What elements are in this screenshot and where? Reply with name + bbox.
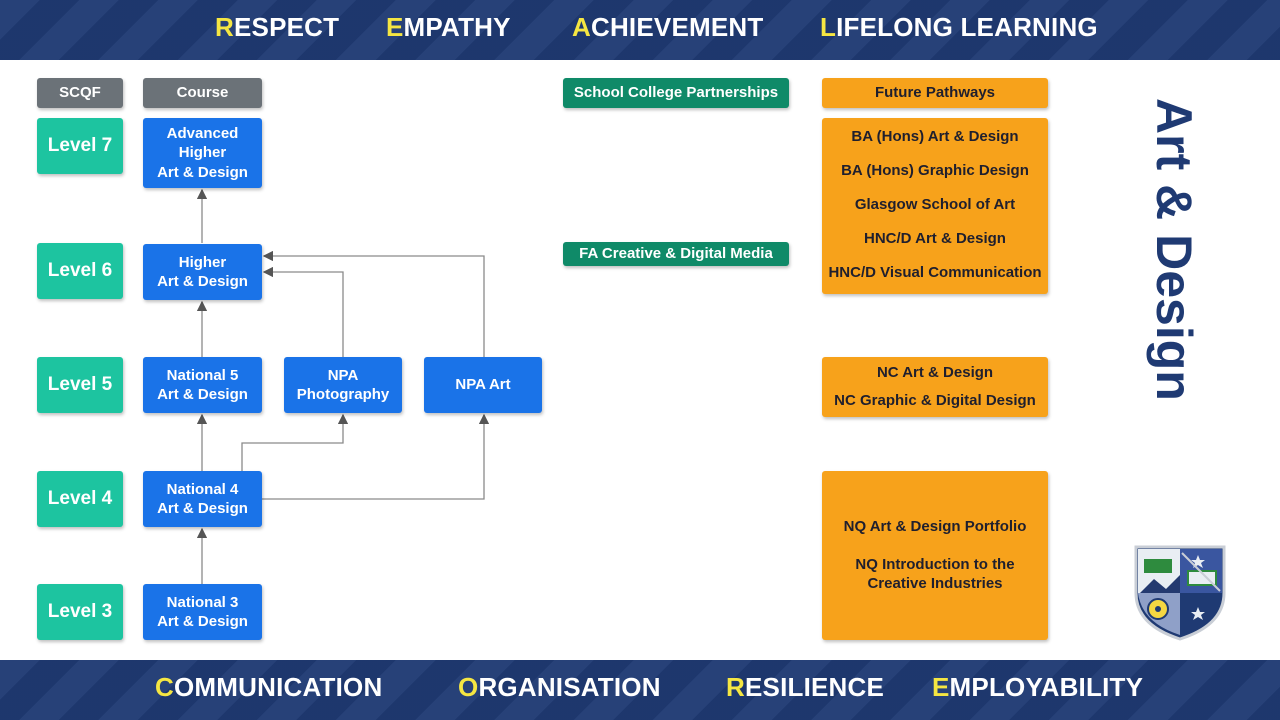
- value-lifelong-learning: LIFELONG LEARNING: [820, 12, 1098, 42]
- level-7-box: Level 7: [37, 118, 123, 174]
- top-values-banner: RESPECT EMPATHY ACHIEVEMENT LIFELONG LEA…: [0, 0, 1280, 60]
- course-npa-art: NPA Art: [424, 357, 542, 413]
- course-advanced-higher: Advanced Higher Art & Design: [143, 118, 262, 188]
- pathways-group-level-3-4: NQ Art & Design Portfolio NQ Introductio…: [822, 471, 1048, 640]
- value-resilience: RESILIENCE: [726, 672, 885, 702]
- arrow-npa-art-to-higher: [262, 250, 485, 357]
- pathway-item: HNC/D Art & Design: [864, 230, 1006, 248]
- level-3-box: Level 3: [37, 584, 123, 640]
- value-employability: EMPLOYABILITY: [932, 672, 1144, 702]
- value-communication: COMMUNICATION: [155, 672, 383, 702]
- pathway-item: BA (Hons) Graphic Design: [841, 162, 1029, 180]
- level-4-box: Level 4: [37, 471, 123, 527]
- arrow-n4-to-npa-art: [262, 413, 490, 500]
- course-national-5: National 5 Art & Design: [143, 357, 262, 413]
- course-national-3: National 3 Art & Design: [143, 584, 262, 640]
- partnership-fa-creative-digital-media: FA Creative & Digital Media: [563, 242, 789, 266]
- pathway-item: BA (Hons) Art & Design: [851, 128, 1019, 146]
- pathway-item: NQ Introduction to the Creative Industri…: [855, 555, 1015, 593]
- subject-title: Art & Design: [1146, 98, 1202, 401]
- pathway-item: HNC/D Visual Communication: [828, 264, 1042, 282]
- value-empathy: EMPATHY: [386, 12, 511, 42]
- pathways-group-level-6-7: BA (Hons) Art & Design BA (Hons) Graphic…: [822, 118, 1048, 294]
- bottom-values-banner: COMMUNICATION ORGANISATION RESILIENCE EM…: [0, 660, 1280, 720]
- course-header: Course: [143, 78, 262, 108]
- pathway-item: NC Graphic & Digital Design: [834, 392, 1036, 410]
- pathway-item: NC Art & Design: [876, 364, 994, 382]
- arrow-n4-to-npa-photography: [241, 413, 349, 471]
- level-5-box: Level 5: [37, 357, 123, 413]
- pathway-item: Glasgow School of Art: [854, 196, 1016, 214]
- partnerships-header: School College Partnerships: [563, 78, 789, 108]
- course-npa-photography: NPA Photography: [284, 357, 402, 413]
- pathways-header: Future Pathways: [822, 78, 1048, 108]
- value-achievement: ACHIEVEMENT: [572, 12, 764, 42]
- pathways-group-level-5: NC Art & Design NC Graphic & Digital Des…: [822, 357, 1048, 417]
- level-6-box: Level 6: [37, 243, 123, 299]
- arrow-npa-photography-to-higher: [262, 266, 344, 357]
- scqf-header: SCQF: [37, 78, 123, 108]
- pathway-item: NQ Art & Design Portfolio: [843, 518, 1027, 536]
- school-crest-icon: [1134, 545, 1226, 641]
- course-national-4: National 4 Art & Design: [143, 471, 262, 527]
- value-organisation: ORGANISATION: [458, 672, 661, 702]
- value-respect: RESPECT: [215, 12, 340, 42]
- course-higher: Higher Art & Design: [143, 244, 262, 300]
